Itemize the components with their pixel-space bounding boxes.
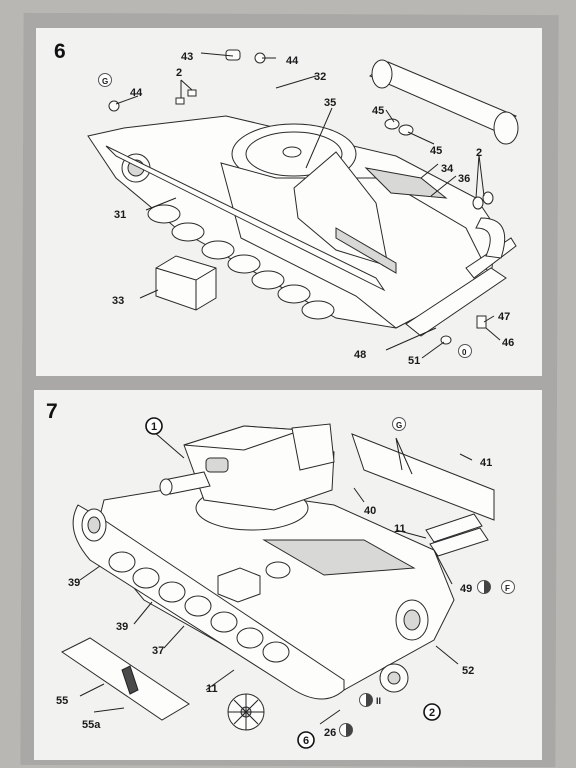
callout: 36	[458, 173, 470, 185]
callout: 55a	[82, 719, 101, 731]
inset-detail	[369, 59, 519, 145]
callout: 47	[498, 311, 510, 323]
step-number: 6	[54, 40, 66, 63]
marker: 1	[151, 421, 157, 433]
marker: II	[376, 696, 381, 706]
leader-lines	[115, 52, 501, 359]
step-6-panel: 6	[36, 28, 542, 376]
callout: 55	[56, 695, 68, 707]
callout: 2	[476, 147, 482, 159]
callout: 48	[354, 349, 366, 361]
step-7-panel: 7	[34, 390, 542, 760]
circled-markers: G 0	[98, 73, 472, 358]
marker: F	[505, 584, 510, 593]
step-7-drawing: 41 40 11 49 39 39 37 11 55 55a 26 52 1 G…	[56, 417, 515, 749]
callout: 52	[462, 665, 474, 677]
callout: 32	[314, 71, 326, 83]
callout: 41	[480, 457, 492, 469]
step-number: 7	[46, 400, 58, 423]
callout: 45	[372, 105, 384, 117]
marker: G	[102, 77, 108, 86]
step-6-drawing: 43 44 44 2 32 35 45 45 2 34 36 31 33 47 …	[87, 49, 519, 367]
part-callouts: 43 44 44 2 32 35 45 45 2 34 36 31 33 47 …	[112, 51, 514, 367]
marker: G	[396, 421, 402, 430]
callout: 39	[116, 621, 128, 633]
storage-box	[155, 255, 217, 311]
marker: 2	[429, 707, 435, 719]
callout: 46	[502, 337, 514, 349]
marker: 0	[462, 348, 467, 357]
tank-assembly-drawing	[61, 423, 495, 731]
tank-hull-drawing	[87, 115, 517, 337]
callout: 2	[176, 67, 182, 79]
callout: 44	[286, 55, 299, 67]
small-parts	[108, 49, 494, 345]
part-callouts: 41 40 11 49 39 39 37 11 55 55a 26 52	[56, 457, 492, 739]
callout: 44	[130, 87, 143, 99]
callout: 45	[430, 145, 442, 157]
callout: 31	[114, 209, 126, 221]
callout: 39	[68, 577, 80, 589]
callout: 11	[206, 683, 218, 695]
callout: 40	[364, 505, 376, 517]
callout: 34	[441, 163, 454, 175]
callout: 35	[324, 97, 336, 109]
callout: 49	[460, 583, 472, 595]
callout: 33	[112, 295, 124, 307]
callout: 37	[152, 645, 164, 657]
callout: 11	[394, 523, 406, 535]
circled-markers: 1 G F II 2 6	[145, 417, 515, 749]
callout: 43	[181, 51, 193, 63]
callout: 51	[408, 355, 420, 367]
leader-lines	[79, 431, 473, 725]
callout: 26	[324, 727, 336, 739]
marker: 6	[303, 735, 309, 747]
